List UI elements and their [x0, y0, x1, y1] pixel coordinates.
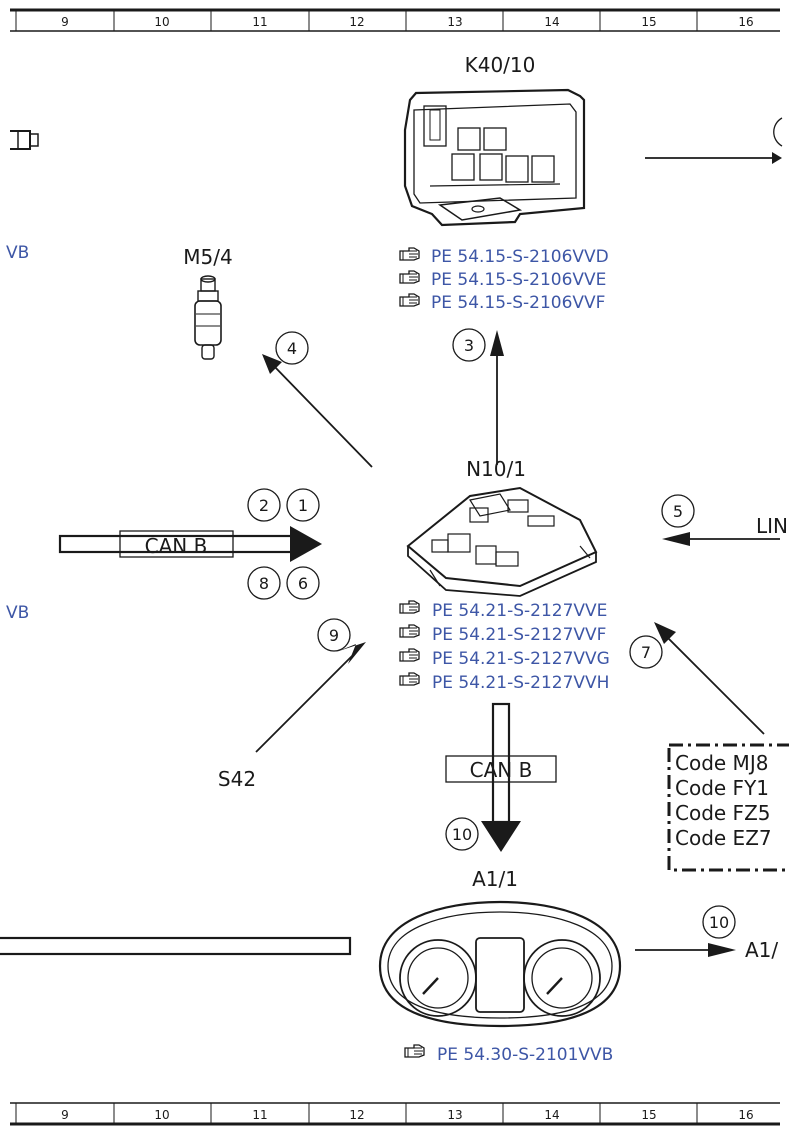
- can-b-down-label: CAN B: [470, 758, 533, 782]
- ruler-col-15: 15: [641, 15, 656, 29]
- ruler-col-12: 12: [349, 15, 364, 29]
- code-fz5: Code FZ5: [675, 801, 771, 825]
- reference-pointer-icon: [399, 270, 420, 284]
- reference-pointer-icon: [399, 247, 420, 261]
- ruler-bottom-col-12: 12: [349, 1108, 364, 1122]
- callout-2: 2: [259, 496, 269, 515]
- can-b-left-bus: CAN B: [58, 526, 322, 562]
- callout-7: 7: [641, 643, 651, 662]
- callout-3: 3: [464, 336, 474, 355]
- a1-partial-label: A1/: [745, 938, 778, 962]
- reference-pointer-icon: [399, 624, 420, 638]
- s42-label: S42: [218, 767, 256, 791]
- n10-1-ref-2[interactable]: PE 54.21-S-2127VVF: [432, 625, 606, 645]
- k40-10-ref-3[interactable]: PE 54.15-S-2106VVF: [431, 293, 605, 313]
- left-edge-text-upper: VB: [6, 243, 29, 263]
- a1-1-references: PE 54.30-S-2101VVB: [404, 1044, 613, 1065]
- k40-10-references: PE 54.15-S-2106VVD PE 54.15-S-2106VVE PE…: [399, 247, 609, 313]
- callout-9: 9: [329, 626, 339, 645]
- callout-8: 8: [259, 574, 269, 593]
- n10-1-references: PE 54.21-S-2127VVE PE 54.21-S-2127VVF PE…: [399, 600, 610, 693]
- a1-1-label: A1/1: [472, 867, 518, 891]
- fuse-relay-module-icon: [403, 88, 586, 227]
- bottom-ruler: 9 10 11 12 13 14 15 16: [10, 1102, 780, 1126]
- callout-10-b: 10: [709, 913, 729, 932]
- ruler-col-13: 13: [447, 15, 462, 29]
- callout-4: 4: [287, 339, 297, 358]
- ruler-col-10: 10: [154, 15, 169, 29]
- ruler-bottom-col-9: 9: [61, 1108, 69, 1122]
- ruler-bottom-col-10: 10: [154, 1108, 169, 1122]
- can-b-down-bus: CAN B: [445, 702, 557, 852]
- reference-pointer-icon: [399, 293, 420, 307]
- top-ruler: 9 10 11 12 13 14 15 16: [10, 8, 780, 32]
- callout-1: 1: [298, 496, 308, 515]
- k40-10-ref-2[interactable]: PE 54.15-S-2106VVE: [431, 270, 606, 290]
- k40-10-ref-1[interactable]: PE 54.15-S-2106VVD: [431, 247, 609, 267]
- n10-1-ref-4[interactable]: PE 54.21-S-2127VVH: [432, 673, 609, 693]
- code-mj8: Code MJ8: [675, 751, 768, 775]
- k40-10-label: K40/10: [465, 53, 536, 77]
- ruler-col-16: 16: [738, 15, 753, 29]
- ruler-bottom-col-15: 15: [641, 1108, 656, 1122]
- ruler-bottom-col-14: 14: [544, 1108, 559, 1122]
- n10-1-label: N10/1: [466, 457, 526, 481]
- ruler-bottom-col-13: 13: [447, 1108, 462, 1122]
- ruler-col-14: 14: [544, 15, 559, 29]
- code-ez7: Code EZ7: [675, 826, 772, 850]
- reference-pointer-icon: [399, 600, 420, 614]
- callout-5: 5: [673, 502, 683, 521]
- left-edge-connector-icon: [10, 130, 39, 150]
- n10-1-ref-3[interactable]: PE 54.21-S-2127VVG: [432, 649, 610, 669]
- equipment-codes-box: Code MJ8 Code FY1 Code FZ5 Code EZ7: [667, 743, 789, 872]
- reference-pointer-icon: [404, 1044, 425, 1058]
- ruler-col-11: 11: [252, 15, 267, 29]
- m5-4-label: M5/4: [183, 245, 232, 269]
- instrument-cluster-icon: [378, 900, 622, 1028]
- lin-partial-label: LIN: [756, 514, 788, 538]
- left-edge-text-lower: VB: [6, 603, 29, 623]
- sensor-icon: [194, 275, 222, 360]
- callout-6: 6: [298, 574, 308, 593]
- n10-1-ref-1[interactable]: PE 54.21-S-2127VVE: [432, 601, 607, 621]
- can-b-left-label: CAN B: [145, 534, 208, 558]
- reference-pointer-icon: [399, 648, 420, 662]
- control-module-icon: [406, 486, 598, 597]
- ruler-bottom-col-16: 16: [738, 1108, 753, 1122]
- reference-pointer-icon: [399, 672, 420, 686]
- code-fy1: Code FY1: [675, 776, 769, 800]
- ruler-col-9: 9: [61, 15, 69, 29]
- ruler-bottom-col-11: 11: [252, 1108, 267, 1122]
- callout-10-a: 10: [452, 825, 472, 844]
- a1-1-ref-1[interactable]: PE 54.30-S-2101VVB: [437, 1045, 613, 1065]
